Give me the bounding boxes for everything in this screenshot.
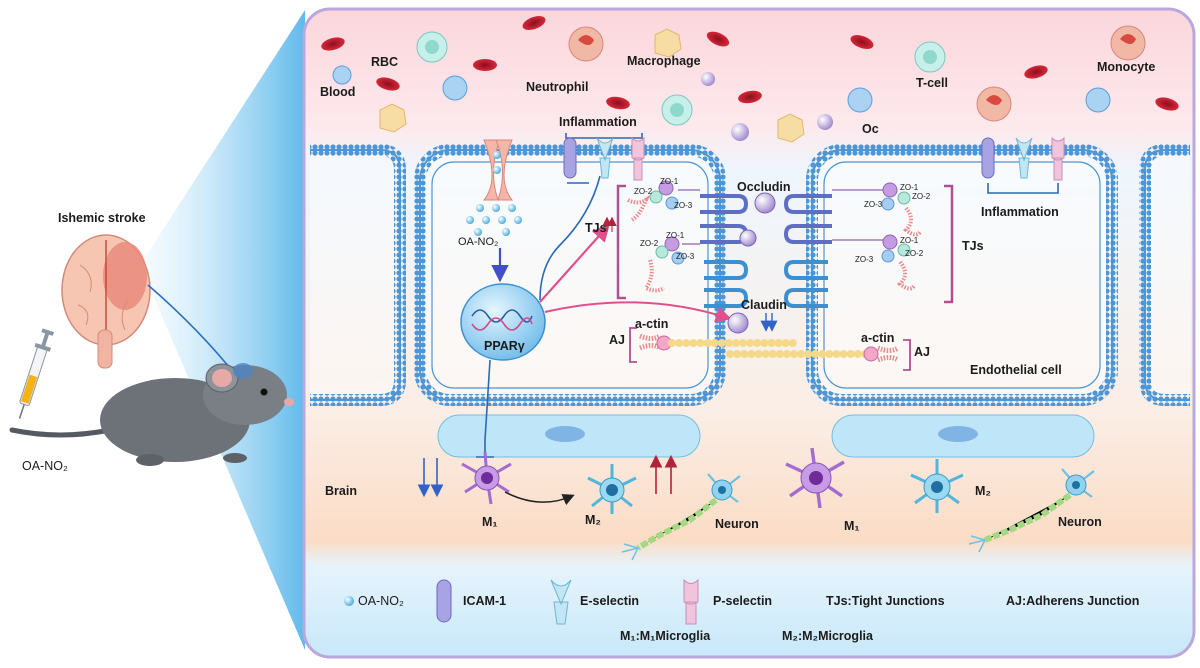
neutrophil-label: Neutrophil bbox=[526, 80, 589, 94]
neuron-right bbox=[968, 468, 1095, 553]
pparg-label: PPARγ bbox=[484, 339, 525, 353]
claudin-down-arrows bbox=[760, 313, 778, 332]
oc-label: Oc bbox=[862, 122, 879, 136]
legend-e-selectin-icon bbox=[550, 579, 572, 625]
actin-left-label: a-ctin bbox=[635, 317, 668, 331]
m2-microglia-left bbox=[587, 464, 637, 514]
legend-oa-no2-icon bbox=[344, 596, 354, 606]
aj-right-label: AJ bbox=[914, 345, 930, 359]
adhesion-molecules-left bbox=[563, 136, 645, 181]
m1-microglia-right bbox=[785, 447, 845, 509]
edge-cell-right bbox=[1139, 144, 1190, 406]
endothelial-label: Endothelial cell bbox=[970, 363, 1062, 377]
inhibit-inflammation-line bbox=[539, 175, 601, 301]
zo3-right-top: ZO-3 bbox=[864, 200, 883, 209]
monocyte-label: Monocyte bbox=[1097, 60, 1155, 74]
zo3-right-bottom: ZO-3 bbox=[855, 255, 874, 264]
neuron-label-right: Neuron bbox=[1058, 515, 1102, 529]
actin-right-label: a-ctin bbox=[861, 331, 894, 345]
legend-oa-no2: OA-NO₂ bbox=[358, 594, 404, 608]
claudin-label: Claudin bbox=[741, 298, 787, 312]
zo1-right-bottom: ZO-1 bbox=[900, 236, 919, 245]
zo-complex-right-top bbox=[881, 182, 922, 237]
m2-label-right: M₂ bbox=[975, 484, 991, 498]
down-arrows-brain bbox=[417, 458, 444, 498]
legend: OA-NO₂ ICAM-1 E-selectin P-selectin TJs:… bbox=[344, 578, 1139, 643]
claudin-proteins bbox=[704, 260, 828, 308]
rbc-label: RBC bbox=[371, 55, 398, 69]
t-cell-label: T-cell bbox=[916, 76, 948, 90]
neuron-label-left: Neuron bbox=[715, 517, 759, 531]
oc-cells bbox=[332, 65, 1111, 113]
oa-no2-droplets bbox=[466, 151, 522, 236]
zo2-right-bottom: ZO-2 bbox=[905, 249, 924, 258]
tjs-right-label: TJs bbox=[962, 239, 984, 253]
neuron-left bbox=[621, 473, 741, 561]
junction-vesicles bbox=[727, 192, 776, 334]
macrophage-cells bbox=[568, 25, 1146, 122]
drug-label: OA-NO₂ bbox=[22, 459, 68, 473]
adhesion-molecules-right bbox=[981, 136, 1065, 181]
m1-label-left: M₁ bbox=[482, 515, 498, 529]
left-endothelial-cell bbox=[414, 144, 726, 406]
aj-left-label: AJ bbox=[609, 333, 625, 347]
zo1-left-top: ZO-1 bbox=[660, 177, 679, 186]
inflammation-left-label: Inflammation bbox=[559, 115, 637, 129]
legend-e-selectin: E-selectin bbox=[580, 594, 639, 608]
zo2-left-bottom: ZO-2 bbox=[640, 239, 659, 248]
up-arrows-small bbox=[602, 216, 617, 232]
zo-complex-left-top bbox=[627, 180, 679, 222]
brain-label: Brain bbox=[325, 484, 357, 498]
occludin-label: Occludin bbox=[737, 180, 790, 194]
zo3-left-bottom: ZO-3 bbox=[676, 252, 695, 261]
t-cell-vesicles bbox=[701, 72, 833, 141]
ischemic-stroke-label: Ishemic stroke bbox=[58, 211, 146, 225]
legend-p-selectin-icon bbox=[683, 578, 699, 625]
legend-aj: AJ:Adherens Junction bbox=[1006, 594, 1139, 608]
zo-complex-right-bottom bbox=[881, 234, 916, 291]
m1-microglia-left bbox=[461, 451, 512, 505]
zo-complex-left-bottom bbox=[643, 236, 685, 293]
mouse-illustration bbox=[9, 363, 294, 466]
macrophage-label: Macrophage bbox=[627, 54, 701, 68]
tjs-left-label: TJs bbox=[585, 221, 607, 235]
zo3-left-top: ZO-3 bbox=[674, 201, 693, 210]
legend-icam-icon bbox=[436, 579, 452, 623]
zo2-left-top: ZO-2 bbox=[634, 187, 653, 196]
legend-p-selectin: P-selectin bbox=[713, 594, 772, 608]
pparg-nucleus bbox=[460, 283, 546, 361]
zo1-right-top: ZO-1 bbox=[900, 183, 919, 192]
zo2-right-top: ZO-2 bbox=[912, 192, 931, 201]
right-endothelial-cell bbox=[806, 144, 1118, 406]
blood-label: Blood bbox=[320, 85, 355, 99]
legend-tjs: TJs:Tight Junctions bbox=[826, 594, 945, 608]
inflammation-right-label: Inflammation bbox=[981, 205, 1059, 219]
brain-illustration bbox=[61, 234, 151, 369]
up-arrows-brain bbox=[649, 454, 678, 494]
rbc-cells bbox=[321, 16, 1179, 111]
zo1-left-bottom: ZO-1 bbox=[666, 231, 685, 240]
legend-icam: ICAM-1 bbox=[463, 594, 506, 608]
syringe-icon bbox=[18, 328, 54, 419]
basement-capsules bbox=[437, 414, 1095, 458]
m2-label-left: M₂ bbox=[585, 513, 601, 527]
legend-m2: M₂:M₂Microglia bbox=[782, 629, 874, 643]
m1-label-right: M₁ bbox=[844, 519, 860, 533]
monocyte-cells bbox=[379, 28, 805, 143]
zoom-beam bbox=[140, 10, 305, 650]
m2-microglia-right bbox=[910, 459, 964, 513]
cell-oa-no2-label: OA-NO₂ bbox=[458, 236, 498, 248]
edge-cell-left bbox=[310, 144, 406, 406]
legend-m1: M₁:M₁Microglia bbox=[620, 629, 711, 643]
neutrophil-cells bbox=[416, 31, 946, 126]
